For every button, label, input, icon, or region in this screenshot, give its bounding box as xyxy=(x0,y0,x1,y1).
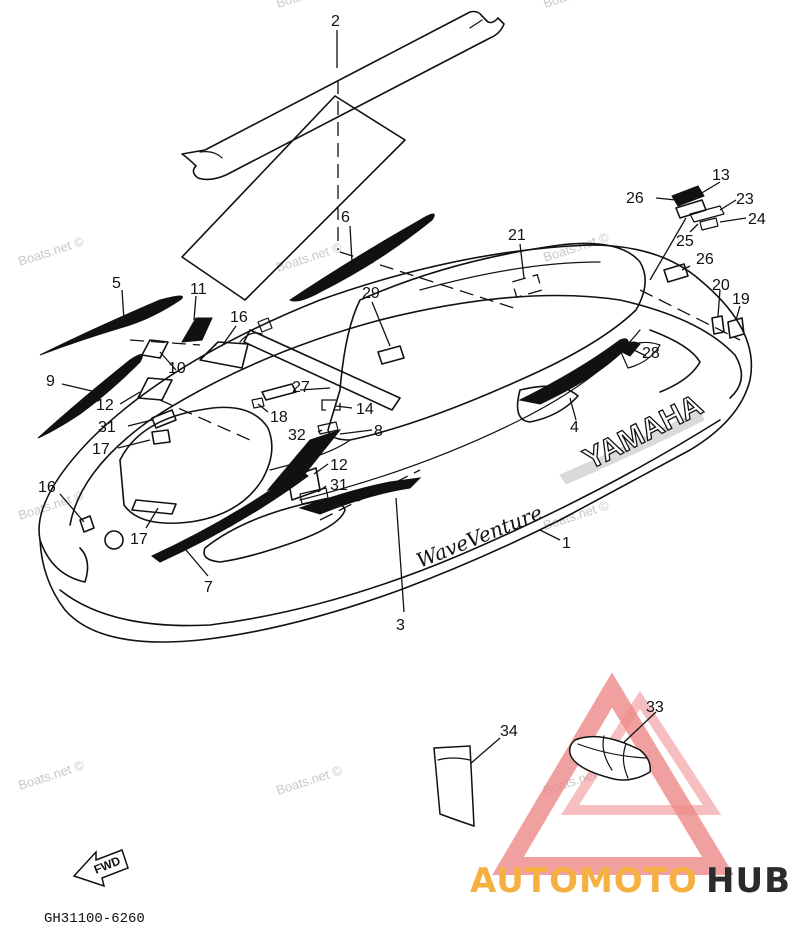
assembly-lines xyxy=(129,80,741,521)
part-label: 5 xyxy=(112,275,121,292)
part-label: 4 xyxy=(570,419,579,436)
fwd-arrow-icon: FWD xyxy=(72,849,129,888)
drawing-code: GH31100-6260 xyxy=(44,911,145,927)
hull-decals xyxy=(37,185,745,563)
hull-brand-label: YAMAHA xyxy=(578,388,708,476)
part-label: 28 xyxy=(642,345,660,362)
part-label: 11 xyxy=(190,281,207,298)
part-label: 10 xyxy=(168,360,186,377)
part-label: 9 xyxy=(46,373,55,390)
part-label: 26 xyxy=(626,190,644,207)
deck-decal-2 xyxy=(181,10,505,301)
logo-text-primary: AUTOMOTO xyxy=(470,861,698,901)
part-label: 16 xyxy=(38,479,56,496)
watermark: Boats.net © xyxy=(274,0,344,11)
part-label: 25 xyxy=(676,233,694,250)
part-label: 17 xyxy=(130,531,148,548)
watermark: Boats.net © xyxy=(16,757,86,792)
leader-lines xyxy=(59,30,747,765)
part-label: 29 xyxy=(362,285,380,302)
part-label: 13 xyxy=(712,167,730,184)
part-label: 7 xyxy=(204,579,213,596)
part-label: 18 xyxy=(270,409,288,426)
part-label: 23 xyxy=(736,191,754,208)
part-label: 12 xyxy=(96,397,114,414)
part-label: 17 xyxy=(92,441,110,458)
part-label: 6 xyxy=(341,209,350,226)
part-label: 2 xyxy=(331,13,340,30)
part-label: 31 xyxy=(98,419,116,436)
watermark: Boats.net © xyxy=(274,239,344,274)
site-logo: AUTOMOTO HUB xyxy=(470,861,791,901)
watermark: Boats.net © xyxy=(274,762,344,797)
watermark: Boats.net © xyxy=(16,233,86,268)
part-label: 3 xyxy=(396,617,405,634)
hull-branding: YAMAHA WaveVenture xyxy=(413,388,709,573)
watermark: Boats.net © xyxy=(541,0,611,11)
part-label: 26 xyxy=(696,251,714,268)
mat-part-34 xyxy=(433,745,475,828)
part-label: 21 xyxy=(508,227,526,244)
part-labels: 2 6 5 11 10 9 12 31 17 16 29 21 27 14 18… xyxy=(38,13,766,740)
part-label: 1 xyxy=(562,535,571,552)
part-label: 8 xyxy=(374,423,383,440)
part-label: 12 xyxy=(330,457,348,474)
part-label: 34 xyxy=(500,723,518,740)
part-label: 14 xyxy=(356,401,374,418)
part-label: 19 xyxy=(732,291,750,308)
part-label: 27 xyxy=(292,379,310,396)
part-label: 33 xyxy=(646,699,664,716)
logo-text-secondary: HUB xyxy=(706,861,791,901)
seat-cushion-part-33 xyxy=(568,735,652,781)
watermark: Boats.net © xyxy=(541,497,611,532)
part-label: 31 xyxy=(330,477,348,494)
part-label: 24 xyxy=(748,211,766,228)
part-label: 20 xyxy=(712,277,730,294)
part-label: 32 xyxy=(288,427,306,444)
part-label: 16 xyxy=(230,309,248,326)
